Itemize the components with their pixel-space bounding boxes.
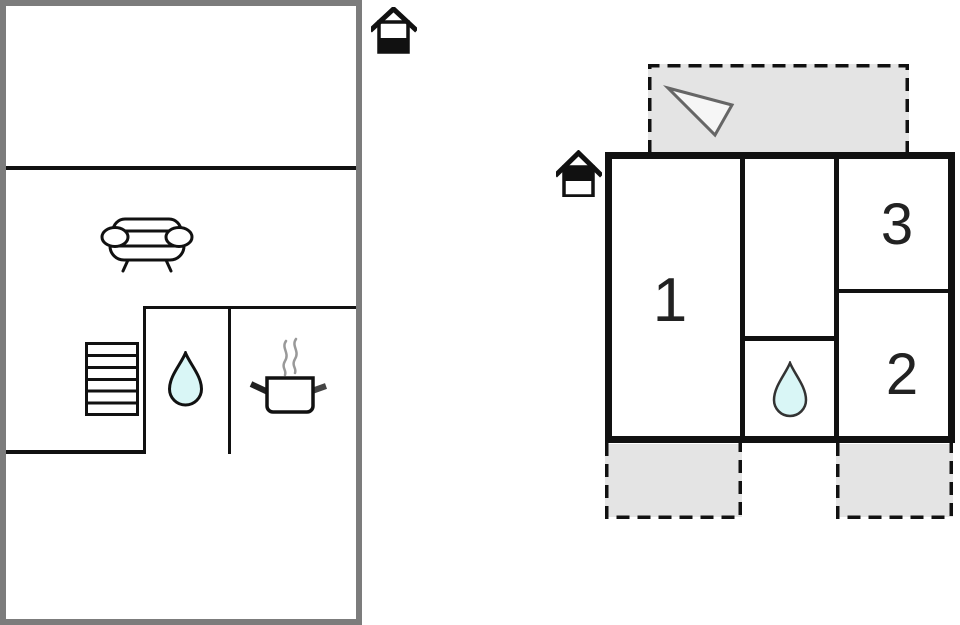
terrace-bottom-right: [836, 443, 953, 519]
bathroom-partition-wall: [740, 336, 839, 341]
room-3-label: 3: [880, 191, 914, 257]
room23-partition-wall: [834, 159, 839, 436]
water-drop-icon: [167, 351, 204, 407]
cooking-pot-icon: [249, 337, 328, 414]
terrace-bottom-left: [605, 443, 742, 519]
house-entrance-icon: [371, 7, 417, 54]
room3-room2-partition-wall: [834, 289, 948, 293]
room1-partition-wall: [740, 159, 745, 436]
house-entrance-icon: [556, 150, 602, 197]
left-plan-upper-wall: [6, 166, 356, 170]
stairs-icon: [85, 342, 139, 416]
room-1-label: 1: [652, 265, 688, 335]
left-plan-room-divider: [228, 306, 231, 454]
sofa-icon: [100, 217, 194, 273]
water-drop-icon: [772, 361, 808, 418]
north-arrow-icon: [662, 85, 735, 138]
room-2-label: 2: [885, 341, 919, 407]
